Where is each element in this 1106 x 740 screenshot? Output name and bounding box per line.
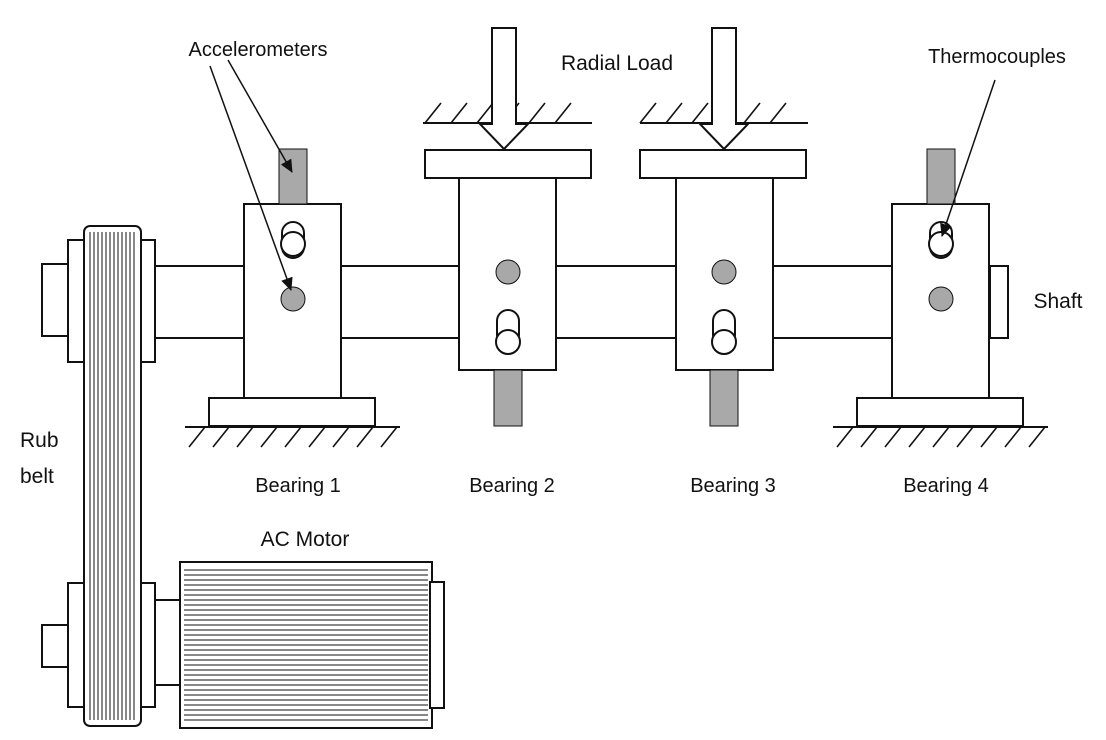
ground-hatch-line (860, 426, 878, 448)
bearing-3-top-plate (639, 149, 807, 179)
ground-hatch-line (380, 426, 398, 448)
ground-hatch-line (884, 426, 902, 448)
label-bearing-4: Bearing 4 (903, 475, 989, 497)
rub-belt-body (83, 225, 142, 727)
ground-hatch-line (1028, 426, 1046, 448)
ground-hatch-line (284, 426, 302, 448)
label-bearing-1: Bearing 1 (255, 475, 341, 497)
top-hatch-line (691, 102, 709, 124)
bearing-3-thermocouple-tip (711, 329, 737, 355)
radial-load-arrow-right (697, 27, 751, 151)
bearing-2-thermocouple-tip (495, 329, 521, 355)
ground-hatch-line (236, 426, 254, 448)
bearing-3-accelerometer-bottom (709, 369, 739, 427)
bearing-4-base (856, 397, 1024, 427)
label-shaft: Shaft (1033, 290, 1082, 313)
ground-hatch-line (308, 426, 326, 448)
radial-load-arrow-right-shape (697, 27, 751, 151)
bearing-1 (208, 148, 376, 427)
ground-hatch-line (836, 426, 854, 448)
bearing-1-thermocouple (280, 221, 306, 259)
bearing-1-thermocouple-tip (280, 231, 306, 257)
bearing-1-accelerometer-side (280, 286, 306, 312)
bearing-2-top-plate (424, 149, 592, 179)
label-rub-belt-line1: Rub (20, 429, 59, 452)
top-hatch-line (769, 102, 787, 124)
label-bearing-2: Bearing 2 (469, 475, 555, 497)
accelerometer-pointer-side (209, 65, 293, 291)
label-rub-belt-line2: belt (20, 465, 54, 488)
ground-hatch-line (980, 426, 998, 448)
top-hatch-line (743, 102, 761, 124)
ground-hatch-line (932, 426, 950, 448)
label-accelerometers: Accelerometers (189, 39, 328, 61)
top-hatch-line (528, 102, 546, 124)
radial-load-arrow-left-shape (477, 27, 531, 151)
ac-motor-rear-cap (429, 581, 445, 709)
ground-hatch-line (356, 426, 374, 448)
rub-belt-ribs (89, 232, 135, 720)
top-hatch-line (665, 102, 683, 124)
thermocouple-pointer (940, 79, 996, 237)
ground-hatch-line (956, 426, 974, 448)
top-hatch-line (476, 102, 494, 124)
bearing-4-thermocouple (928, 221, 954, 259)
ground-hatch-line (212, 426, 230, 448)
bearing-2-accelerometer-bottom (493, 369, 523, 427)
bearing-1-base (208, 397, 376, 427)
ac-motor-front-flange (154, 599, 183, 686)
bearing-4-thermocouple-tip (928, 231, 954, 257)
bearing-4-accelerometer-top (926, 148, 956, 205)
ground-hatch-line (188, 426, 206, 448)
shaft-end (989, 265, 1009, 339)
ground-hatch-bearing-1 (188, 426, 398, 448)
shaft-pulley-hub-left (41, 263, 71, 337)
motor-pulley-hub-left (41, 624, 71, 668)
label-thermocouples: Thermocouples (928, 46, 1066, 68)
radial-load-arrow-left (477, 27, 531, 151)
top-hatch-line (554, 102, 572, 124)
bearing-2-thermocouple (495, 309, 521, 355)
label-bearing-3: Bearing 3 (690, 475, 776, 497)
bearing-2 (424, 149, 592, 427)
bearing-3 (639, 149, 807, 427)
ground-hatch-line (260, 426, 278, 448)
label-ac-motor: AC Motor (261, 528, 350, 551)
bearing-3-thermocouple (711, 309, 737, 355)
bearing-4-accelerometer-side (928, 286, 954, 312)
ground-hatch-line (1004, 426, 1022, 448)
ac-motor-fins (184, 569, 428, 721)
ground-hatch-line (908, 426, 926, 448)
bearing-3-accelerometer-side (711, 259, 737, 285)
accelerometer-pointer-top (227, 59, 293, 173)
ground-hatch-bearing-4 (836, 426, 1046, 448)
bearing-2-accelerometer-side (495, 259, 521, 285)
top-hatch-line (450, 102, 468, 124)
top-hatch-line (639, 102, 657, 124)
ground-hatch-line (332, 426, 350, 448)
label-radial-load: Radial Load (561, 52, 673, 75)
ac-motor (154, 561, 445, 729)
rub-belt (83, 225, 142, 727)
top-hatch-line (424, 102, 442, 124)
